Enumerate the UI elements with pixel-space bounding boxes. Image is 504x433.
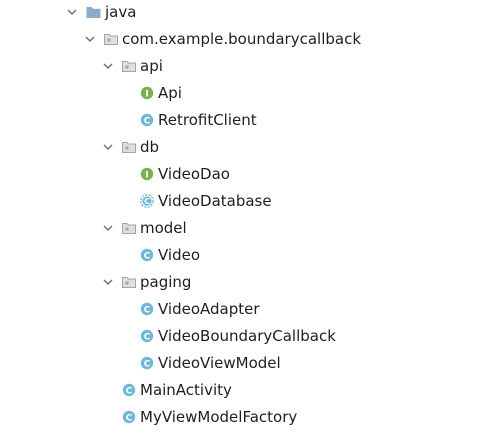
svg-text:C: C bbox=[144, 305, 151, 315]
tree-node-video-adapter[interactable]: C VideoAdapter bbox=[0, 297, 504, 324]
svg-text:C: C bbox=[144, 251, 151, 261]
tree-node-video-view-model[interactable]: C VideoViewModel bbox=[0, 351, 504, 378]
class-icon: C bbox=[122, 410, 136, 424]
tree-node-label: VideoViewModel bbox=[158, 354, 281, 372]
svg-text:C: C bbox=[144, 332, 151, 342]
tree-node-video[interactable]: C Video bbox=[0, 243, 504, 270]
tree-node-label: RetrofitClient bbox=[158, 111, 257, 129]
tree-node-video-database[interactable]: C VideoDatabase bbox=[0, 189, 504, 216]
tree-node-label: paging bbox=[140, 273, 192, 291]
package-icon bbox=[122, 140, 136, 154]
interface-icon: I bbox=[140, 86, 154, 100]
tree-node-label: VideoDao bbox=[158, 165, 230, 183]
tree-node-label: VideoBoundaryCallback bbox=[158, 327, 336, 345]
chevron-down-icon[interactable] bbox=[103, 223, 113, 233]
class-icon: C bbox=[140, 302, 154, 316]
tree-node-api-interface[interactable]: I Api bbox=[0, 81, 504, 108]
tree-node-main-activity[interactable]: C MainActivity bbox=[0, 378, 504, 405]
class-icon: C bbox=[140, 248, 154, 262]
chevron-down-icon[interactable] bbox=[103, 142, 113, 152]
tree-node-model[interactable]: model bbox=[0, 216, 504, 243]
tree-node-label: MyViewModelFactory bbox=[140, 408, 298, 426]
tree-node-label: MainActivity bbox=[140, 381, 232, 399]
class-icon: C bbox=[140, 113, 154, 127]
package-icon bbox=[122, 221, 136, 235]
svg-text:I: I bbox=[145, 89, 148, 99]
svg-text:C: C bbox=[144, 116, 151, 126]
chevron-down-icon[interactable] bbox=[103, 277, 113, 287]
package-icon bbox=[104, 32, 118, 46]
source-folder-icon bbox=[86, 5, 101, 19]
svg-text:I: I bbox=[145, 170, 148, 180]
interface-icon: I bbox=[140, 167, 154, 181]
chevron-down-icon[interactable] bbox=[103, 61, 113, 71]
tree-node-label: model bbox=[140, 219, 187, 237]
class-icon: C bbox=[140, 356, 154, 370]
class-icon: C bbox=[122, 383, 136, 397]
tree-node-label: api bbox=[140, 57, 163, 75]
tree-node-label: Api bbox=[158, 84, 182, 102]
tree-node-label: VideoAdapter bbox=[158, 300, 260, 318]
tree-node-package-root[interactable]: com.example.boundarycallback bbox=[0, 27, 504, 54]
tree-node-view-model-factory[interactable]: C MyViewModelFactory bbox=[0, 405, 504, 432]
tree-node-db[interactable]: db bbox=[0, 135, 504, 162]
abstract-class-icon: C bbox=[140, 194, 154, 208]
tree-node-video-dao[interactable]: I VideoDao bbox=[0, 162, 504, 189]
tree-node-label: db bbox=[140, 138, 160, 156]
tree-node-label: com.example.boundarycallback bbox=[122, 30, 362, 48]
tree-node-label: VideoDatabase bbox=[158, 192, 272, 210]
tree-node-retrofit-client[interactable]: C RetrofitClient bbox=[0, 108, 504, 135]
svg-text:C: C bbox=[144, 359, 151, 369]
chevron-down-icon[interactable] bbox=[67, 7, 77, 17]
tree-node-label: java bbox=[105, 3, 137, 21]
class-icon: C bbox=[140, 329, 154, 343]
tree-node-java[interactable]: java bbox=[0, 0, 504, 27]
svg-text:C: C bbox=[144, 197, 150, 206]
tree-node-label: Video bbox=[158, 246, 201, 264]
chevron-down-icon[interactable] bbox=[85, 34, 95, 44]
tree-node-api[interactable]: api bbox=[0, 54, 504, 81]
package-icon bbox=[122, 59, 136, 73]
svg-text:C: C bbox=[126, 386, 133, 396]
svg-text:C: C bbox=[126, 413, 133, 423]
tree-node-paging[interactable]: paging bbox=[0, 270, 504, 297]
tree-node-video-boundary-callback[interactable]: C VideoBoundaryCallback bbox=[0, 324, 504, 351]
package-icon bbox=[122, 275, 136, 289]
